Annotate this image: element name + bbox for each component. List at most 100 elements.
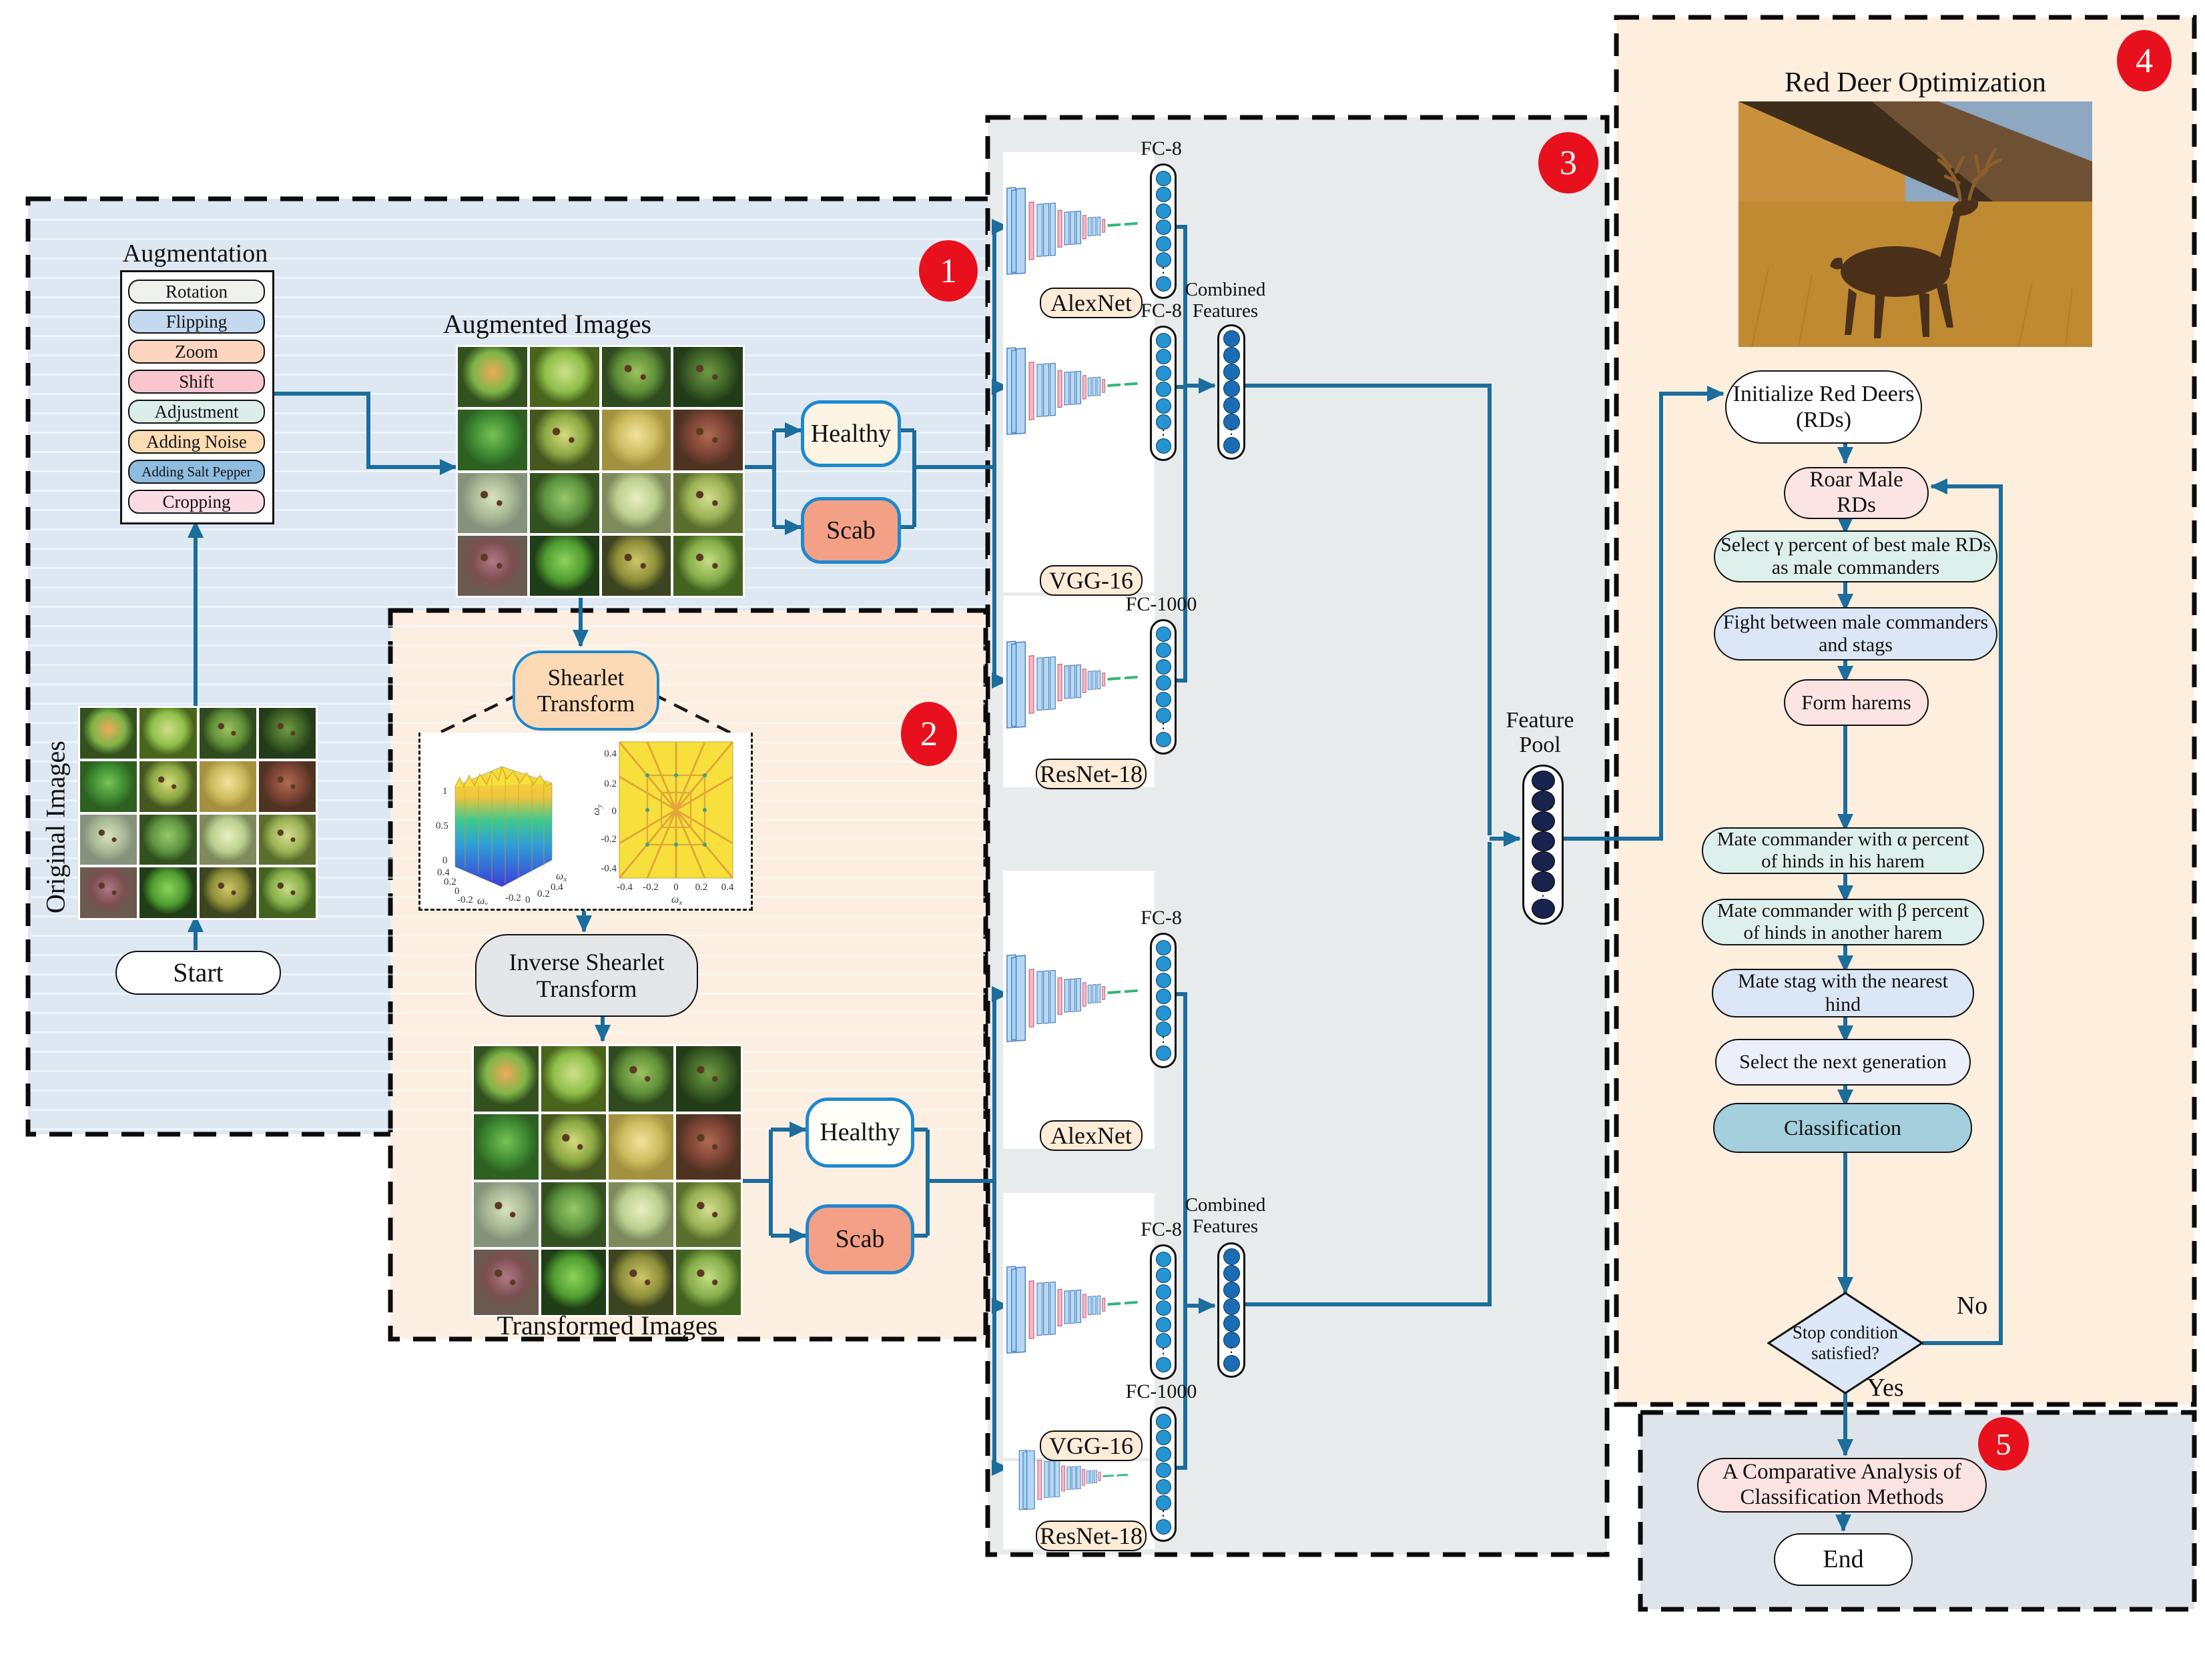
split-augmented: [741, 430, 776, 527]
scab-label: Scab: [826, 516, 876, 544]
aug-method-adjustment: Adjustment: [128, 400, 265, 424]
svg-text:-0.2: -0.2: [601, 834, 617, 845]
loop-no: [1922, 478, 2003, 1345]
apple-image-cell: [529, 410, 599, 470]
apple-image-cell: [139, 761, 197, 812]
combined-column1: ⋮: [1217, 324, 1245, 460]
aug-method-zoom: Zoom: [128, 340, 265, 364]
alexnet1-label: AlexNet: [1040, 288, 1143, 318]
fc-column-resnet2: ⋮: [1150, 1406, 1177, 1542]
vgg1-diagram: [1004, 334, 1155, 440]
apple-image-cell: [609, 1046, 673, 1112]
arrow-augmentation-to-augmented: [270, 392, 457, 475]
step-label: Mate commander with β percent of hinds i…: [1716, 899, 1969, 943]
alexnet2-diagram: [1004, 941, 1155, 1047]
aug-method-flipping: Flipping: [128, 310, 265, 334]
scab-label: Scab: [835, 1225, 885, 1254]
aug-method-salt-pepper: Adding Salt Pepper: [128, 460, 265, 484]
apple-image-cell: [139, 814, 197, 865]
scab2-node: Scab: [806, 1204, 914, 1274]
step-label: Classification: [1784, 1116, 1901, 1140]
augmented-images-grid: [456, 345, 745, 598]
fc-label: FC-8: [1141, 137, 1182, 159]
svg-text:0.4: 0.4: [437, 867, 450, 878]
fc-column-vgg1: ⋮: [1150, 326, 1177, 461]
vgg2-diagram: [1004, 1252, 1155, 1359]
aug-method-cropping: Cropping: [128, 490, 265, 514]
aug-method-adding-noise: Adding Noise: [128, 430, 265, 454]
feature-pool-label: Feature Pool: [1506, 707, 1574, 757]
svg-text:0.4: 0.4: [721, 882, 734, 893]
apple-image-cell: [676, 1114, 741, 1180]
step-mate-beta: Mate commander with β percent of hinds i…: [1702, 899, 1984, 945]
apple-image-cell: [609, 1250, 673, 1315]
original-images-grid: [78, 706, 318, 920]
badge-number: 5: [1995, 1426, 2011, 1461]
apple-image-cell: [258, 814, 316, 865]
apple-image-cell: [601, 410, 671, 470]
svg-text:0.4: 0.4: [551, 882, 563, 893]
vgg1-label: VGG-16: [1040, 565, 1143, 596]
svg-text:0.2: 0.2: [444, 877, 456, 887]
svg-text:0.2: 0.2: [695, 882, 708, 893]
augmentation-box: [120, 270, 274, 524]
apple-image-cell: [258, 761, 316, 812]
transformed-images-label: Transformed Images: [497, 1310, 718, 1340]
transformed-images-grid: [472, 1044, 743, 1317]
step-form-harems: Form harems: [1784, 679, 1929, 726]
section3-badge: 3: [1538, 132, 1598, 193]
fc-label: FC-8: [1141, 300, 1182, 322]
healthy1-node: Healthy: [801, 400, 901, 467]
step-classification: Classification: [1713, 1103, 1972, 1153]
svg-text:0: 0: [673, 882, 679, 893]
apple-image-cell: [139, 867, 197, 918]
start-node: Start: [115, 951, 281, 995]
fc-label: FC-8: [1141, 907, 1182, 929]
apple-image-cell: [458, 410, 527, 470]
arrow-pool-to-initialize: [1560, 386, 1724, 841]
aug-method-shift: Shift: [128, 370, 265, 394]
apple-image-cell: [609, 1114, 673, 1180]
merge-healthy-scab1: [894, 428, 994, 529]
apple-image-cell: [474, 1046, 539, 1112]
apple-image-cell: [458, 347, 527, 408]
alexnet1-diagram: [1004, 173, 1155, 280]
red-deer-title: Red Deer Optimization: [1785, 67, 2046, 98]
combined-features-label2: Combined Features: [1185, 1194, 1266, 1237]
shearlet-2d-plot: 0.4 0.2 0 -0.2 -0.4 -0.4 -0.2 0 0.2 0.4 …: [587, 737, 744, 907]
apple-image-cell: [541, 1250, 606, 1315]
fc-column-alexnet1: ⋮: [1150, 163, 1177, 299]
step-select-gamma: Select γ percent of best male RDs as mal…: [1714, 530, 1997, 582]
resnet1-label: ResNet-18: [1036, 759, 1147, 789]
svg-text:ωy: ωy: [591, 805, 603, 815]
step-label: Mate stag with the nearest hind: [1738, 970, 1948, 1015]
apple-image-cell: [673, 535, 743, 596]
section4-badge: 4: [2117, 30, 2172, 91]
fc-label: FC-8: [1141, 1218, 1182, 1240]
healthy-label: Healthy: [820, 1118, 900, 1147]
resnet1-diagram: [1004, 627, 1155, 734]
end-node: End: [1774, 1533, 1913, 1586]
step-roar: Roar Male RDs: [1784, 467, 1929, 519]
shearlet-transform-node: Shearlet Transform: [513, 651, 659, 731]
red-deer-photo: [1739, 101, 2092, 348]
apple-image-cell: [601, 535, 671, 596]
svg-text:1: 1: [442, 786, 448, 797]
svg-text:-0.2: -0.2: [457, 895, 473, 905]
step-mate-stag: Mate stag with the nearest hind: [1712, 969, 1974, 1017]
step-label: Form harems: [1801, 691, 1911, 715]
omega-y-label: ωy: [477, 895, 488, 905]
apple-image-cell: [673, 472, 743, 533]
start-label: Start: [173, 957, 224, 987]
step-label: Roar Male RDs: [1809, 468, 1903, 517]
healthy2-node: Healthy: [806, 1098, 914, 1168]
apple-image-cell: [80, 867, 137, 918]
analysis-label: A Comparative Analysis of Classification…: [1722, 1460, 1962, 1509]
apple-image-cell: [80, 708, 137, 759]
feature-pool-column: ⋮: [1522, 765, 1564, 925]
svg-text:0: 0: [612, 806, 617, 817]
apple-image-cell: [458, 472, 527, 533]
apple-image-cell: [676, 1182, 741, 1248]
comparative-analysis-node: A Comparative Analysis of Classification…: [1697, 1458, 1987, 1513]
